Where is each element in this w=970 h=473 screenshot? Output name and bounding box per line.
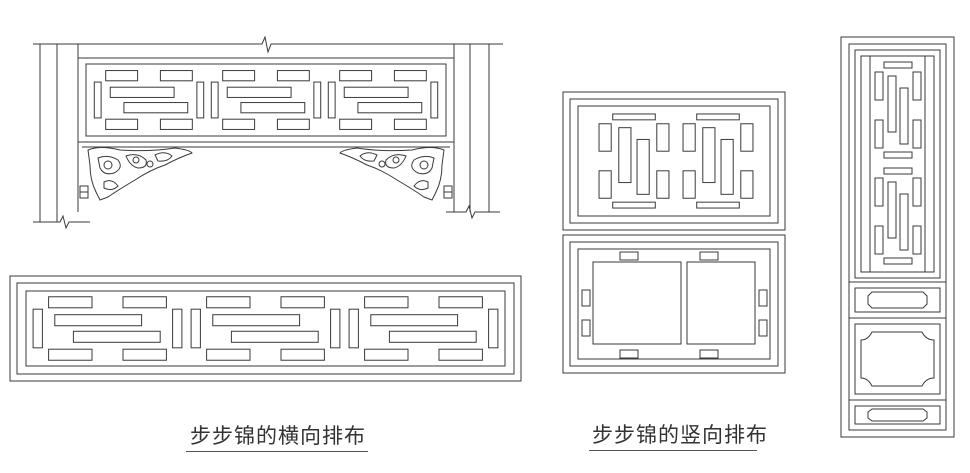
vertical-layout-panels [562,91,786,374]
beam-top-line [33,35,503,54]
tall-door-panel [840,36,955,438]
left-bracket-carving [87,147,193,201]
caption-vertical: 步步锦的竖向排布 [592,423,768,447]
caption-horizontal-underline [186,451,368,452]
right-bracket-carving [339,147,445,201]
transom-elevation [33,35,503,230]
horizontal-layout-panel [9,275,522,382]
caption-vertical-underline [589,450,757,451]
caption-horizontal: 步步锦的横向排布 [190,424,366,448]
left-pillar [33,44,90,230]
lattice-pattern [32,61,922,361]
